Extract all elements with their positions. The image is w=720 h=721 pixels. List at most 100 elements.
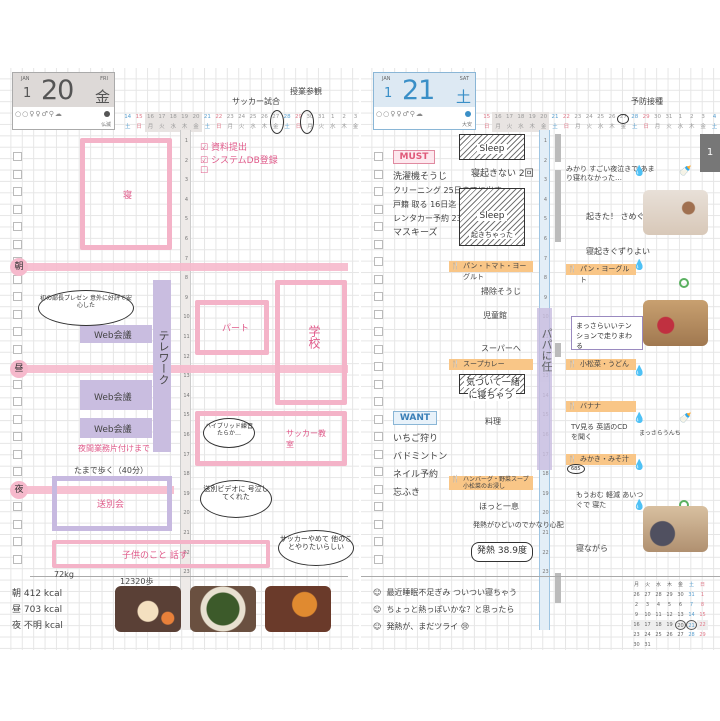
todo-item[interactable]: ☐ xyxy=(200,166,209,176)
checkbox[interactable] xyxy=(13,379,22,389)
calendar-day[interactable]: 16 xyxy=(631,620,642,630)
event-breakfast[interactable]: パン・トマト・ヨーグルト xyxy=(449,261,533,281)
baby-meal[interactable]: みかき・みそ汁 xyxy=(566,454,636,465)
strip-date[interactable]: 21 xyxy=(203,114,211,120)
calendar-day[interactable]: 31 xyxy=(688,592,695,598)
strip-date[interactable]: 16 xyxy=(492,112,504,122)
want-item[interactable]: 忘ふき xyxy=(393,488,421,498)
calendar-day[interactable]: 17 xyxy=(642,620,653,630)
checkbox[interactable] xyxy=(374,379,383,389)
strip-date[interactable]: 25 xyxy=(249,114,257,120)
baby-meal[interactable]: パン・ヨーグルト xyxy=(566,264,636,284)
strip-date[interactable]: 1 xyxy=(678,114,683,120)
strip-date[interactable]: 23 xyxy=(574,114,582,120)
calendar-day[interactable]: 5 xyxy=(667,602,672,608)
event-web-meeting[interactable]: Web会議 xyxy=(80,380,152,410)
calendar-day[interactable]: 14 xyxy=(688,612,695,618)
checkbox[interactable] xyxy=(374,222,383,231)
checkbox[interactable] xyxy=(13,309,22,319)
todo-item[interactable]: ☑ システムDB登録 xyxy=(200,156,278,166)
strip-date[interactable]: 18 xyxy=(167,112,179,122)
calendar-day[interactable]: 31 xyxy=(644,642,651,648)
calendar-day[interactable]: 6 xyxy=(678,602,683,608)
calendar-day[interactable]: 8 xyxy=(700,602,705,608)
checkbox[interactable] xyxy=(374,449,383,459)
checkbox[interactable] xyxy=(374,204,383,214)
checkbox[interactable] xyxy=(374,397,383,406)
want-item[interactable]: いちご狩り xyxy=(393,434,439,444)
strip-date[interactable]: 15 xyxy=(135,114,143,120)
calendar-day[interactable]: 27 xyxy=(644,592,651,598)
strip-date[interactable]: 22 xyxy=(215,114,223,120)
calendar-day[interactable] xyxy=(653,640,664,650)
event-web-meeting[interactable]: Web会議 xyxy=(80,325,152,343)
checkbox[interactable] xyxy=(374,537,383,546)
calendar-day[interactable]: 27 xyxy=(677,632,684,638)
month-tab[interactable]: 1 xyxy=(700,134,720,172)
event-sleep[interactable]: 寝 xyxy=(80,138,172,250)
checkbox[interactable] xyxy=(374,239,383,249)
strip-date[interactable]: 25 xyxy=(597,114,605,120)
checkbox[interactable] xyxy=(374,554,383,564)
checkbox[interactable] xyxy=(374,152,383,161)
checkbox[interactable] xyxy=(374,327,383,336)
strip-date[interactable]: 24 xyxy=(585,114,593,120)
calendar-day[interactable]: 15 xyxy=(699,612,706,618)
checkbox[interactable] xyxy=(13,519,22,529)
meal-photo[interactable] xyxy=(115,586,181,632)
strip-date[interactable]: 28 xyxy=(631,114,639,120)
strip-date[interactable]: 23 xyxy=(226,114,234,120)
event-soccer-class[interactable]: サッカー教室 xyxy=(195,411,347,466)
calendar-day[interactable]: 9 xyxy=(634,612,639,618)
strip-date[interactable]: 17 xyxy=(503,112,516,122)
event-kids-talk[interactable]: 子供のこと 話す xyxy=(52,540,270,568)
weather-icons[interactable]: ○○♀♀♂⚲☁ xyxy=(15,110,63,118)
event-dinner[interactable]: ハンバーグ・野菜スープ 小松菜のお浸し xyxy=(449,476,533,490)
calendar-day[interactable]: 29 xyxy=(666,592,673,598)
strip-date[interactable]: 29 xyxy=(295,114,303,120)
strip-date[interactable]: 2 xyxy=(689,114,694,120)
calendar-day[interactable]: 1 xyxy=(700,592,705,598)
must-item[interactable]: レンタカー予約 23,800円 xyxy=(393,214,488,223)
event-lunch[interactable]: スープカレー xyxy=(449,359,533,370)
calendar-day[interactable]: 26 xyxy=(633,592,640,598)
strip-date[interactable]: 15 xyxy=(483,114,491,120)
checkbox[interactable] xyxy=(374,467,383,476)
checkbox[interactable] xyxy=(374,169,383,179)
checkbox[interactable] xyxy=(13,152,22,161)
checkbox[interactable] xyxy=(374,187,383,196)
checkbox[interactable] xyxy=(374,502,383,511)
meal-photo[interactable] xyxy=(190,586,256,632)
event-part[interactable]: パート xyxy=(195,300,269,355)
baby-photo[interactable] xyxy=(643,506,708,552)
must-item[interactable]: 戸籍 取る 16日迄 xyxy=(393,200,457,209)
calendar-day[interactable]: 13 xyxy=(677,612,684,618)
weather-icons[interactable]: ○○♀♀♂⚲☁ xyxy=(376,110,424,118)
calendar-day[interactable]: 28 xyxy=(655,592,662,598)
strip-date[interactable]: 31 xyxy=(665,114,673,120)
calendar-day[interactable]: 20 xyxy=(675,620,686,630)
strip-date[interactable]: 28 xyxy=(283,114,291,120)
strip-date[interactable]: 30 xyxy=(654,114,662,120)
checkbox[interactable] xyxy=(13,204,22,214)
calendar-day[interactable]: 11 xyxy=(655,612,662,618)
calendar-day[interactable]: 30 xyxy=(633,642,640,648)
checkbox[interactable] xyxy=(374,519,383,529)
baby-meal[interactable]: 小松菜・うどん xyxy=(566,359,636,370)
checkbox[interactable] xyxy=(374,414,383,424)
strip-date[interactable]: 4 xyxy=(712,114,717,120)
want-item[interactable]: ネイル予約 xyxy=(393,470,439,480)
strip-date[interactable]: 20 xyxy=(190,112,202,122)
calendar-day[interactable] xyxy=(697,640,708,650)
strip-date[interactable]: 1 xyxy=(330,114,335,120)
strip-date[interactable]: 3 xyxy=(353,114,358,120)
calendar-day[interactable]: 30 xyxy=(677,592,684,598)
strip-date[interactable]: 22 xyxy=(562,114,570,120)
calendar-day[interactable]: 7 xyxy=(689,602,694,608)
baby-meal[interactable]: バナナ xyxy=(566,401,636,412)
want-item[interactable]: バドミントン xyxy=(393,452,448,462)
calendar-day[interactable] xyxy=(675,640,686,650)
checkbox[interactable] xyxy=(374,292,383,301)
checkbox[interactable] xyxy=(13,502,22,511)
must-item[interactable]: クリーニング 25日までに出す xyxy=(393,186,502,195)
